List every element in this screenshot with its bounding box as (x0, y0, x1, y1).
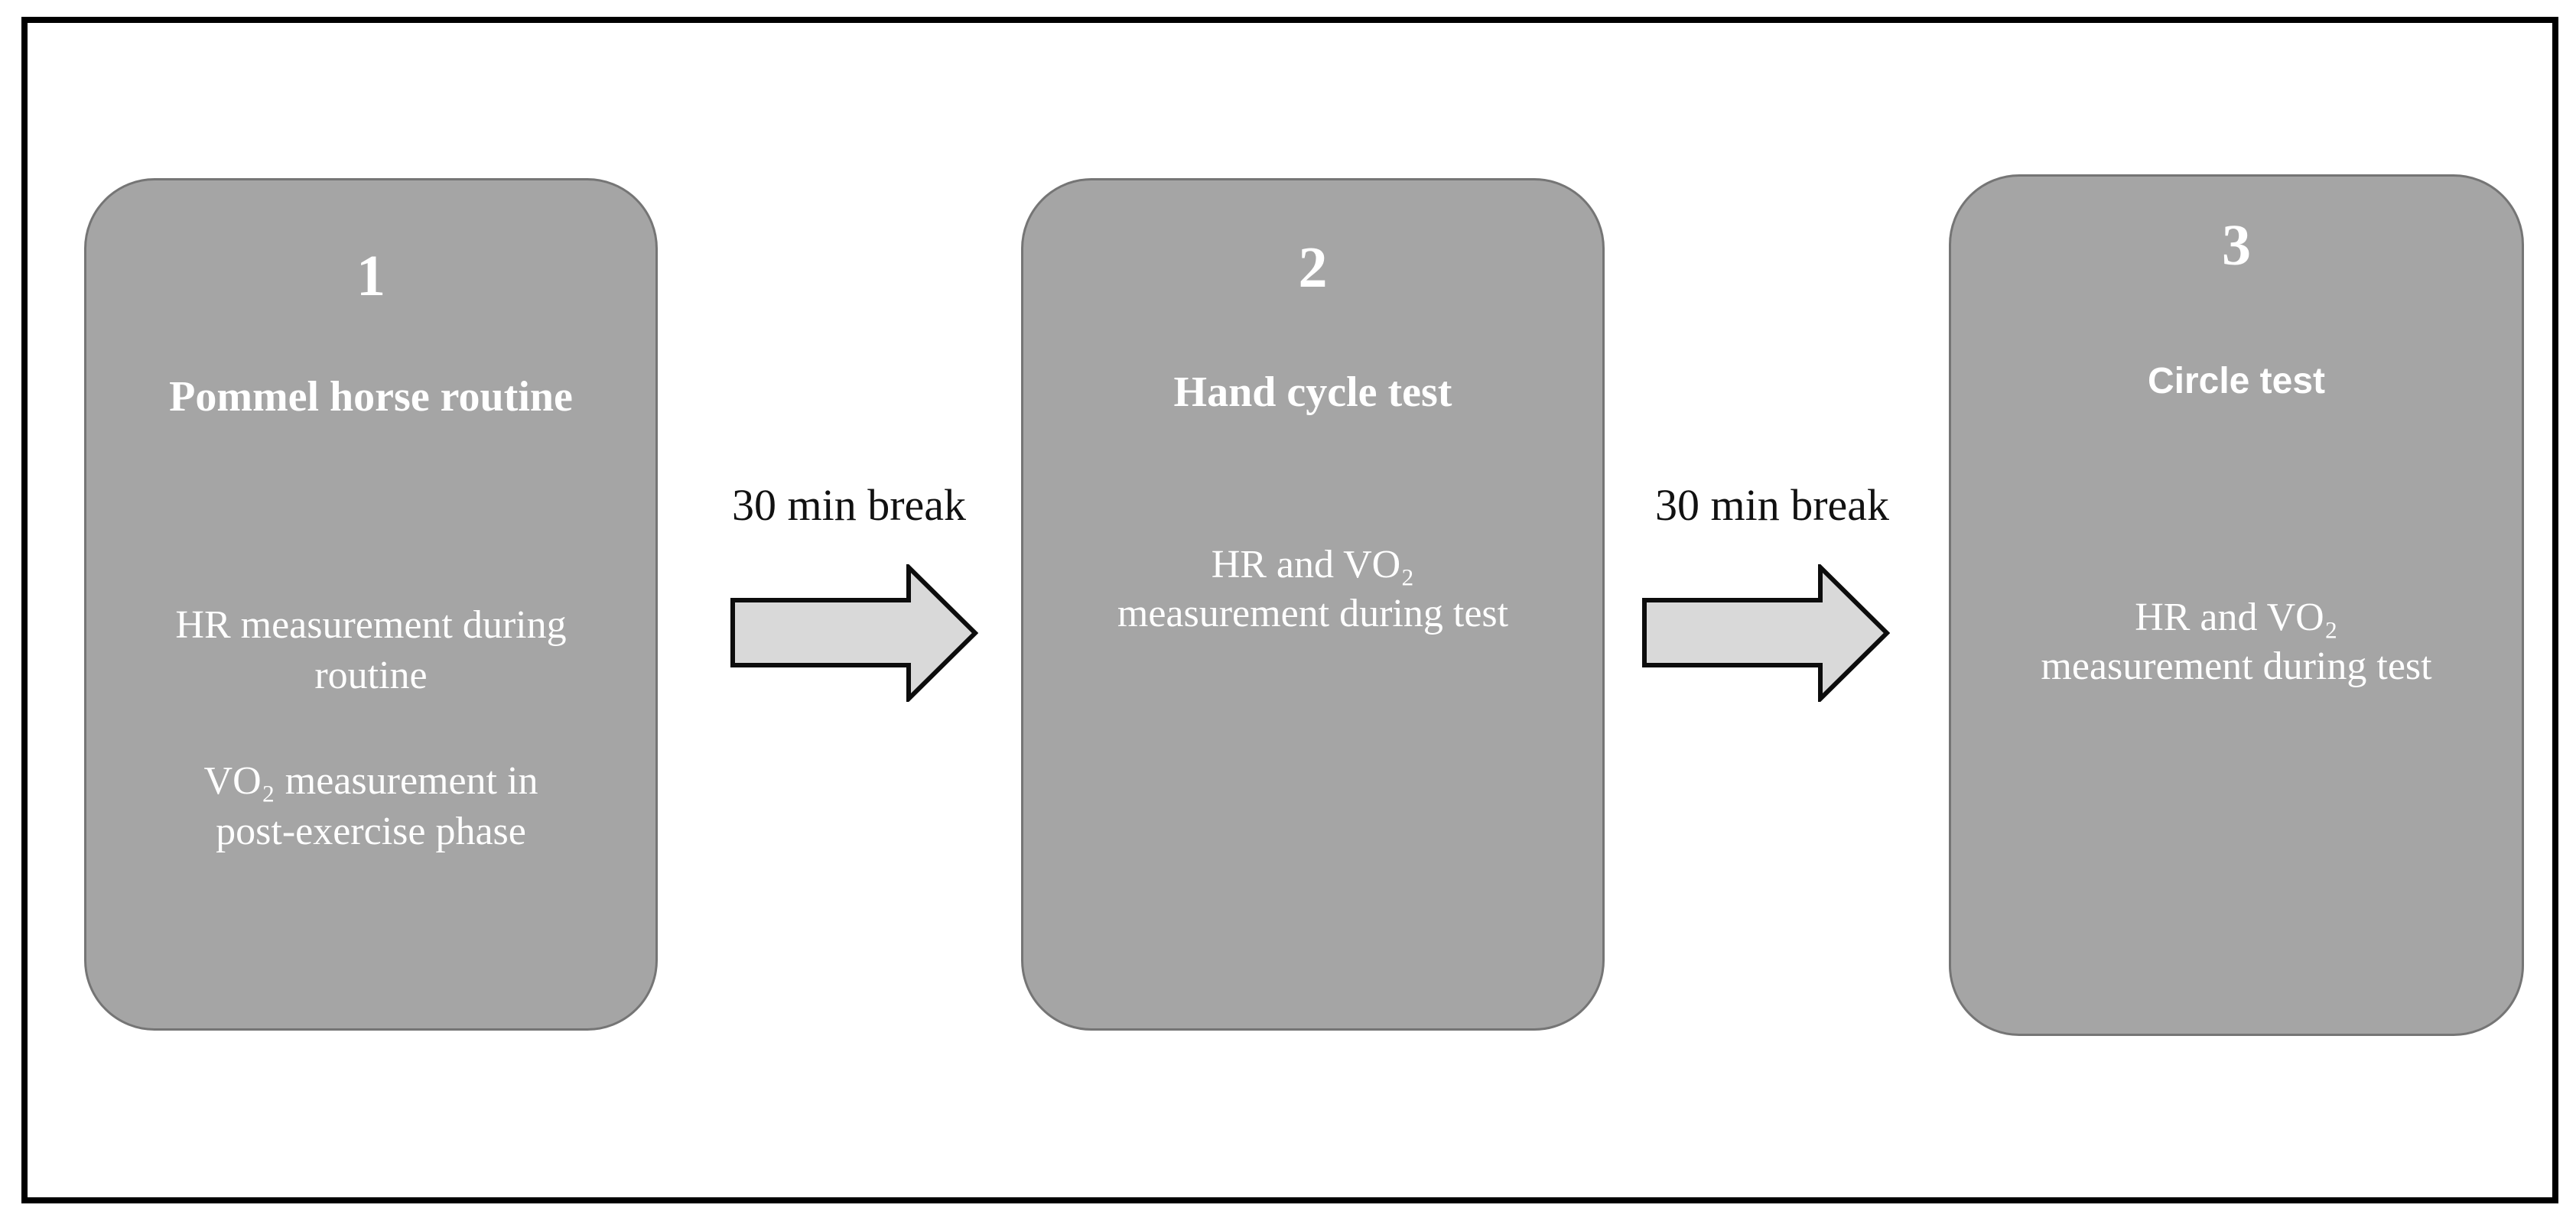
break-label-1: 30 min break (731, 480, 967, 530)
figure-border (21, 17, 2558, 1203)
stage-number: 2 (1298, 235, 1328, 300)
flow-arrow-icon (1642, 564, 1890, 702)
stage-measurement-text: HR measurement during routine (86, 600, 655, 701)
stage-title: Circle test (2147, 361, 2326, 401)
text-line: HR and VO₂ (1211, 543, 1415, 586)
stage-measurement-text: VO₂ measurement in post-exercise phase (86, 756, 655, 857)
text-line: post-exercise phase (216, 810, 526, 853)
stage-number: 3 (2222, 213, 2251, 278)
text-line: HR measurement during (175, 603, 567, 647)
text-line: VO₂ measurement in (203, 759, 538, 803)
break-label-2: 30 min break (1654, 480, 1890, 530)
stage-box-3: 3 Circle test HR and VO₂ measurement dur… (1949, 174, 2524, 1036)
stage-box-2: 2 Hand cycle test HR and VO₂ measurement… (1021, 178, 1605, 1031)
flow-arrow-icon (730, 564, 978, 702)
text-line: routine (314, 654, 428, 697)
text-line: measurement during test (2041, 645, 2432, 688)
stage-box-1: 1 Pommel horse routine HR measurement du… (84, 178, 658, 1031)
text-line: HR and VO₂ (2135, 596, 2338, 639)
stage-title: Pommel horse routine (169, 373, 573, 421)
stage-number: 1 (356, 244, 385, 308)
stage-measurement-text: HR and VO₂ measurement during test (1951, 593, 2522, 691)
stage-measurement-text: HR and VO₂ measurement during test (1023, 541, 1602, 638)
text-line: measurement during test (1117, 592, 1509, 635)
stage-title: Hand cycle test (1173, 369, 1452, 416)
